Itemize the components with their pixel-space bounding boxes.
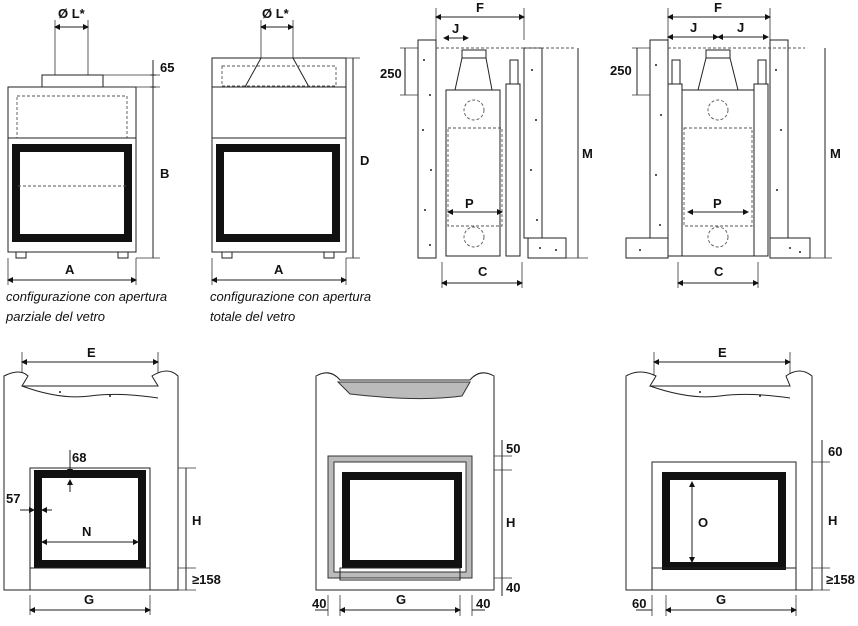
side-section-view: F J P 250 M C xyxy=(380,0,593,288)
dim-250-label: 250 xyxy=(380,66,402,81)
dim-250-label-2: 250 xyxy=(610,63,632,78)
dim-158-label: ≥158 xyxy=(192,572,221,587)
dim-68-label: 68 xyxy=(72,450,86,465)
dim-j-left-label: J xyxy=(690,20,697,35)
dim-g-label-2: G xyxy=(396,592,406,607)
dim-m-label: M xyxy=(582,146,593,161)
caption-total-line1: configurazione con apertura xyxy=(210,289,371,304)
dim-a-label: A xyxy=(65,262,75,277)
dim-65-label: 65 xyxy=(160,60,174,75)
dim-b-label: B xyxy=(160,166,169,181)
dim-40-right-label: 40 xyxy=(476,596,490,611)
caption-partial-line2: parziale del vetro xyxy=(5,309,105,324)
dim-a-label-2: A xyxy=(274,262,284,277)
dim-e-label: E xyxy=(87,345,96,360)
dim-d-label: D xyxy=(360,153,369,168)
dim-o-label: O xyxy=(698,515,708,530)
install-view-with-frame: 50 H 40 40 40 G xyxy=(312,372,520,616)
dim-f-label: F xyxy=(476,0,484,15)
dim-c-label-2: C xyxy=(714,264,724,279)
dim-j-right-label: J xyxy=(737,20,744,35)
dim-h-label-2: H xyxy=(506,515,515,530)
dim-j-label: J xyxy=(452,21,459,36)
dim-50-label: 50 xyxy=(506,441,520,456)
dim-m-label-2: M xyxy=(830,146,841,161)
caption-total-line2: totale del vetro xyxy=(210,309,295,324)
dim-60-left-label: 60 xyxy=(632,596,646,611)
dim-158-label-2: ≥158 xyxy=(826,572,855,587)
front-view-partial-glass: Ø L* 65 B A configurazione con apertura … xyxy=(5,6,174,324)
dim-n-label: N xyxy=(82,524,91,539)
dim-h-label-3: H xyxy=(828,513,837,528)
dim-g-label: G xyxy=(84,592,94,607)
caption-partial-line1: configurazione con apertura xyxy=(6,289,167,304)
flue-diameter-label: Ø L* xyxy=(58,6,86,21)
dim-f-label-2: F xyxy=(714,0,722,15)
front-view-total-glass: Ø L* D A configurazione con apertura tot… xyxy=(210,6,371,324)
wall-texture xyxy=(59,59,801,397)
dim-57-label: 57 xyxy=(6,491,20,506)
dim-60-label: 60 xyxy=(828,444,842,459)
dim-40-label: 40 xyxy=(506,580,520,595)
dim-c-label: C xyxy=(478,264,488,279)
dim-e-label-2: E xyxy=(718,345,727,360)
dim-p-label-2: P xyxy=(713,196,722,211)
install-view-height-o: E O 60 H ≥158 60 G xyxy=(625,345,855,616)
dim-h-label: H xyxy=(192,513,201,528)
dim-p-label: P xyxy=(465,196,474,211)
flue-diameter-label-2: Ø L* xyxy=(262,6,290,21)
side-section-symmetric-view: F J J P 250 M C xyxy=(610,0,841,288)
install-view-inner-opening: E 68 57 N H ≥158 G xyxy=(3,345,221,615)
dim-g-label-3: G xyxy=(716,592,726,607)
dim-40-left-label: 40 xyxy=(312,596,326,611)
